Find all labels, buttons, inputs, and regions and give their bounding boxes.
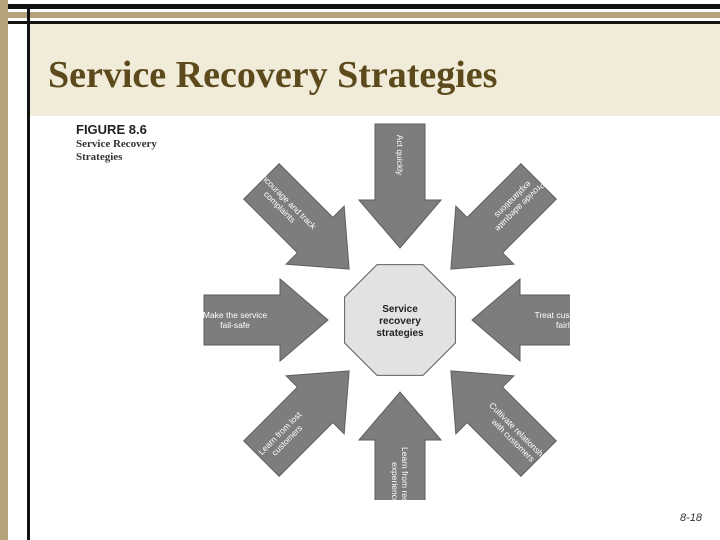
figure-caption: FIGURE 8.6 Service Recovery Strategies xyxy=(76,123,176,163)
top-stripe-dark xyxy=(0,4,720,9)
left-decorative-frame xyxy=(0,0,30,540)
center-octagon xyxy=(344,264,456,376)
left-stripe-dark xyxy=(27,4,30,540)
left-stripe-tan xyxy=(0,0,8,540)
top-stripe-tan xyxy=(0,12,720,18)
top-stripe-dark-thin xyxy=(0,21,720,24)
arrow-provide-explanations xyxy=(450,163,557,270)
arrow-label-act-quickly: Act quickly xyxy=(395,135,405,176)
arrow-treat-fairly xyxy=(471,277,570,363)
figure-label: FIGURE 8.6 xyxy=(76,122,147,137)
arrow-learn-recovery xyxy=(357,391,443,500)
title-band xyxy=(30,24,720,116)
arrow-fail-safe xyxy=(203,277,329,363)
top-decorative-bar xyxy=(0,0,720,30)
figure-title: Service Recovery Strategies xyxy=(76,138,157,163)
arrow-encourage-complaints xyxy=(243,163,350,270)
slide-title: Service Recovery Strategies xyxy=(48,54,498,96)
slide-number: 8-18 xyxy=(680,512,703,524)
arrow-label-treat-fairly: Treat customersfairly xyxy=(534,310,570,330)
arrow-learn-lost-customers xyxy=(243,370,350,477)
arrow-cultivate-relationships xyxy=(450,370,557,477)
arrow-label-learn-recovery: Learn from recoveryexperiences xyxy=(390,447,410,500)
arrow-act-quickly xyxy=(357,123,443,249)
